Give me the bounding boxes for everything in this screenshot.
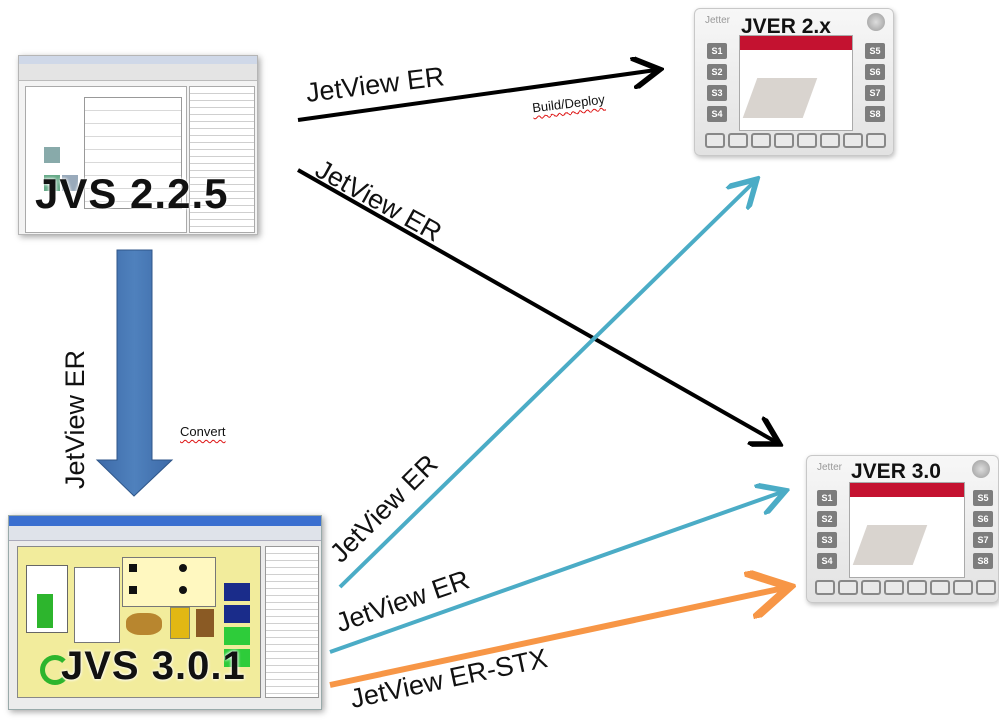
widget-icon: [44, 175, 60, 191]
jver30-device: Jetter S1 S2 S3 S4 S5 S6 S7 S8 JVER 3.0: [806, 455, 999, 603]
knob: [867, 13, 885, 31]
softkey-s1: S1: [707, 43, 727, 59]
jver2x-title: JVER 2.x: [741, 15, 831, 38]
brand-label: Jetter: [817, 462, 843, 473]
device-screen: [739, 35, 853, 131]
function-key: [930, 580, 950, 595]
function-key: [751, 133, 771, 148]
edge-note-convert: Convert: [180, 424, 226, 439]
gauge-panel: [26, 565, 68, 633]
function-key: [976, 580, 996, 595]
function-key: [866, 133, 886, 148]
variable-table: [84, 97, 182, 209]
arrow-jvs301-to-jver30-stx: [329, 588, 784, 688]
material-pile: [126, 613, 162, 635]
function-key: [953, 580, 973, 595]
window-toolbar: [19, 64, 257, 81]
softkey-s6: S6: [865, 64, 885, 80]
crate: [196, 609, 214, 637]
arrow-jvs225-to-jver2x: [297, 70, 656, 122]
softkey-s7: S7: [865, 85, 885, 101]
jver30-title: JVER 3.0: [851, 460, 941, 483]
softkey-s2: S2: [817, 511, 837, 527]
softkey-s3: S3: [707, 85, 727, 101]
progress-ring: [40, 655, 70, 685]
project-tree: [265, 546, 319, 698]
arrow-jvs301-to-jver2x: [338, 182, 754, 589]
softkey-s4: S4: [817, 553, 837, 569]
jvs225-screenshot: JVS 2.2.5: [18, 55, 258, 235]
function-key: [774, 133, 794, 148]
hmi-button: [224, 649, 250, 667]
jvs301-title: JVS 3.0.1: [61, 644, 246, 688]
function-key: [728, 133, 748, 148]
window-titlebar: [9, 516, 321, 526]
function-key: [705, 133, 725, 148]
function-key: [907, 580, 927, 595]
counter-panel: [122, 557, 216, 607]
softkey-s4: S4: [707, 106, 727, 122]
arrow-jvs225-to-jver30: [297, 168, 776, 442]
widget-icon: [44, 147, 60, 163]
hmi-button: [224, 627, 250, 645]
softkey-s6: S6: [973, 511, 993, 527]
hmi-button: [224, 583, 250, 601]
softkey-s7: S7: [973, 532, 993, 548]
knob: [972, 460, 990, 478]
brand-label: Jetter: [705, 15, 731, 26]
softkey-s2: S2: [707, 64, 727, 80]
jvs301-screenshot: JVS 3.0.1: [8, 515, 322, 710]
jvs225-title: JVS 2.2.5: [35, 170, 229, 217]
list-panel: [74, 567, 120, 643]
function-key: [861, 580, 881, 595]
softkey-s5: S5: [973, 490, 993, 506]
function-key: [820, 133, 840, 148]
convert-block-arrow: [95, 249, 174, 497]
function-key: [843, 133, 863, 148]
softkey-s1: S1: [817, 490, 837, 506]
function-key: [815, 580, 835, 595]
window-toolbar: [9, 526, 321, 541]
hmi-button: [224, 605, 250, 623]
softkey-s5: S5: [865, 43, 885, 59]
project-tree: [189, 86, 255, 233]
softkey-s3: S3: [817, 532, 837, 548]
softkey-s8: S8: [865, 106, 885, 122]
editor-canvas: [25, 86, 187, 233]
arrow-jvs301-to-jver30-teal: [329, 492, 782, 654]
function-key: [884, 580, 904, 595]
device-screen: [849, 482, 965, 578]
hmi-screen: [17, 546, 261, 698]
function-key: [838, 580, 858, 595]
widget-icon: [62, 175, 78, 191]
window-titlebar: [19, 56, 257, 64]
softkey-s8: S8: [973, 553, 993, 569]
function-key: [797, 133, 817, 148]
jver2x-device: Jetter S1 S2 S3 S4 S5 S6 S7 S8 JVER 2.x: [694, 8, 894, 156]
barrel: [170, 607, 190, 639]
edge-label-convert: JetView ER: [60, 349, 90, 489]
